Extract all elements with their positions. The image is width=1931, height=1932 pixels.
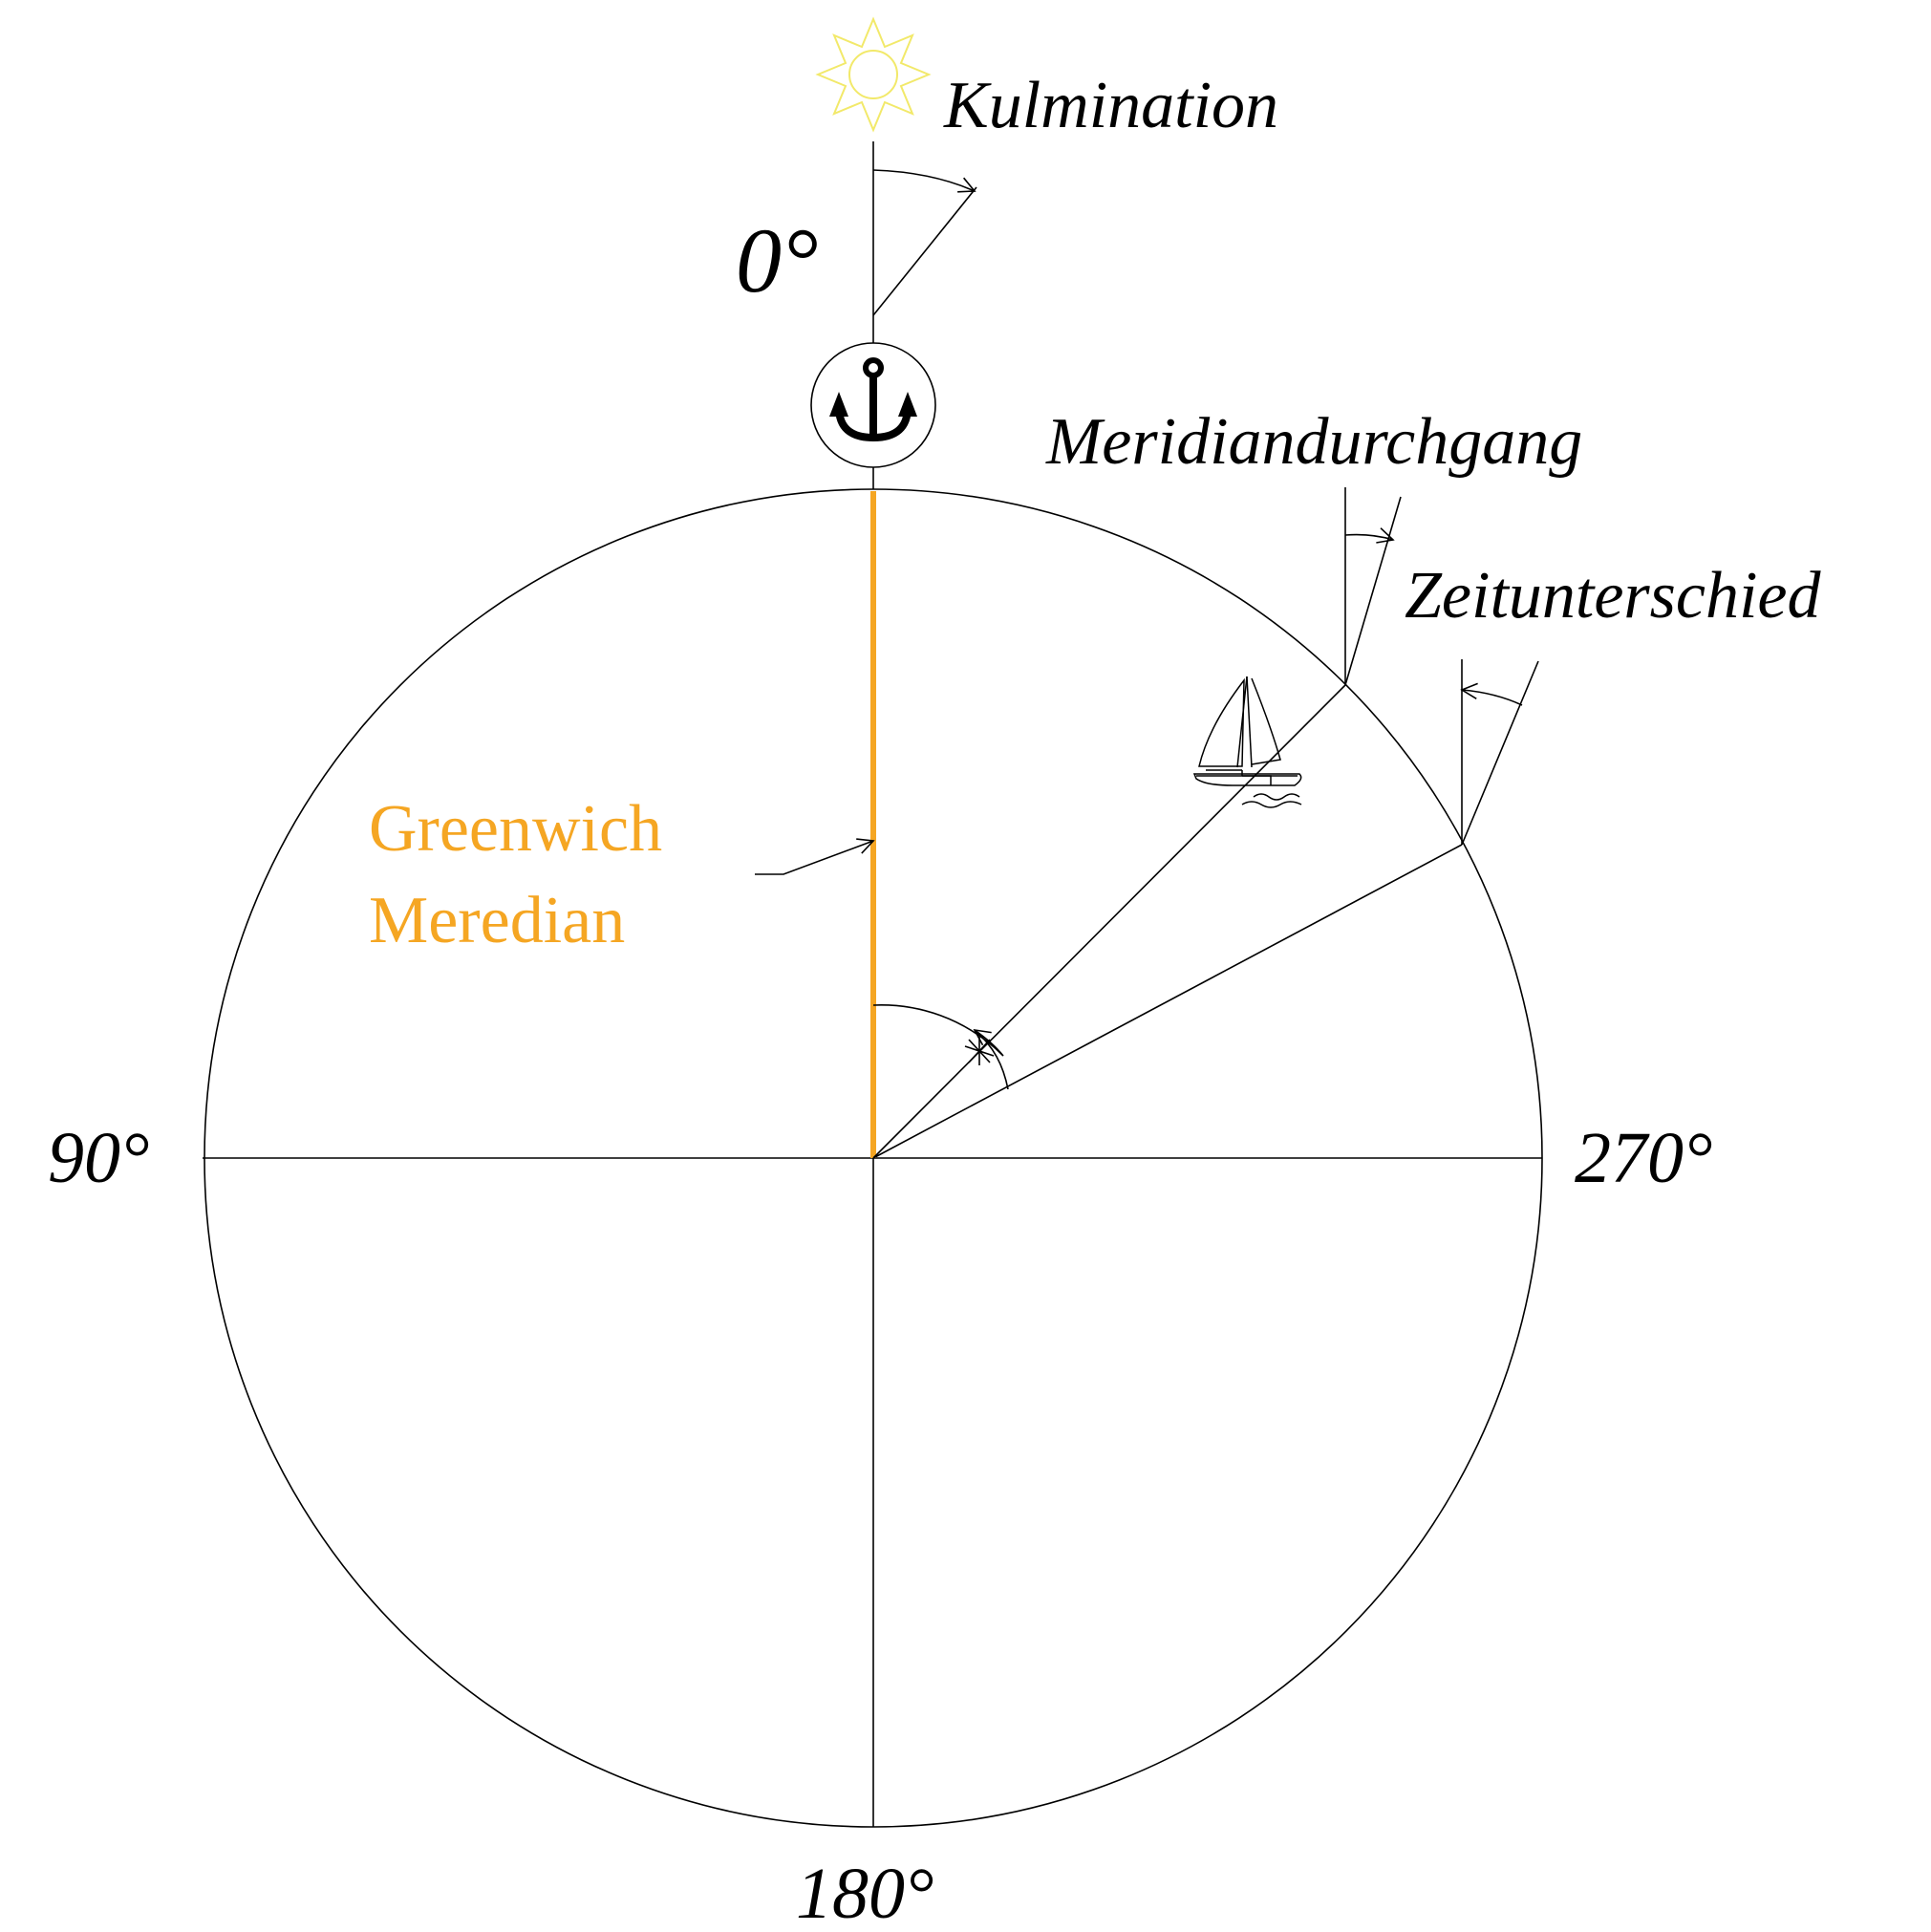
meridian-passage-arc [1344,527,1395,544]
sailboat-icon [1192,676,1302,808]
degree-label-right: 270° [1575,1118,1712,1198]
meridiandurchgang-label: Meridiandurchgang [1045,405,1582,479]
time-difference-leg [1461,660,1539,846]
anchor-icon [810,342,936,468]
kulmination-arc [872,169,976,193]
greenwich-label-line2: Meredian [369,884,625,957]
degree-label-bottom: 180° [796,1854,933,1932]
kulmination-leg [872,186,977,316]
greenwich-pointer [755,838,875,875]
degree-label-top: 0° [736,209,818,311]
central-angle-arc-ext [974,1029,1009,1090]
angle-star-icon [964,1037,995,1065]
time-difference-arc [1460,682,1523,706]
central-angle-arc [872,1004,1004,1057]
zeitunterschied-label: Zeitunterschied [1405,559,1821,633]
boat-line [872,684,1346,1159]
sun-icon [815,16,932,133]
kulmination-label: Kulmination [943,69,1278,142]
meridian-passage-leg [1344,496,1402,686]
degree-label-left: 90° [48,1118,149,1198]
time-difference-line [872,844,1463,1159]
greenwich-label-line1: Greenwich [369,792,662,866]
